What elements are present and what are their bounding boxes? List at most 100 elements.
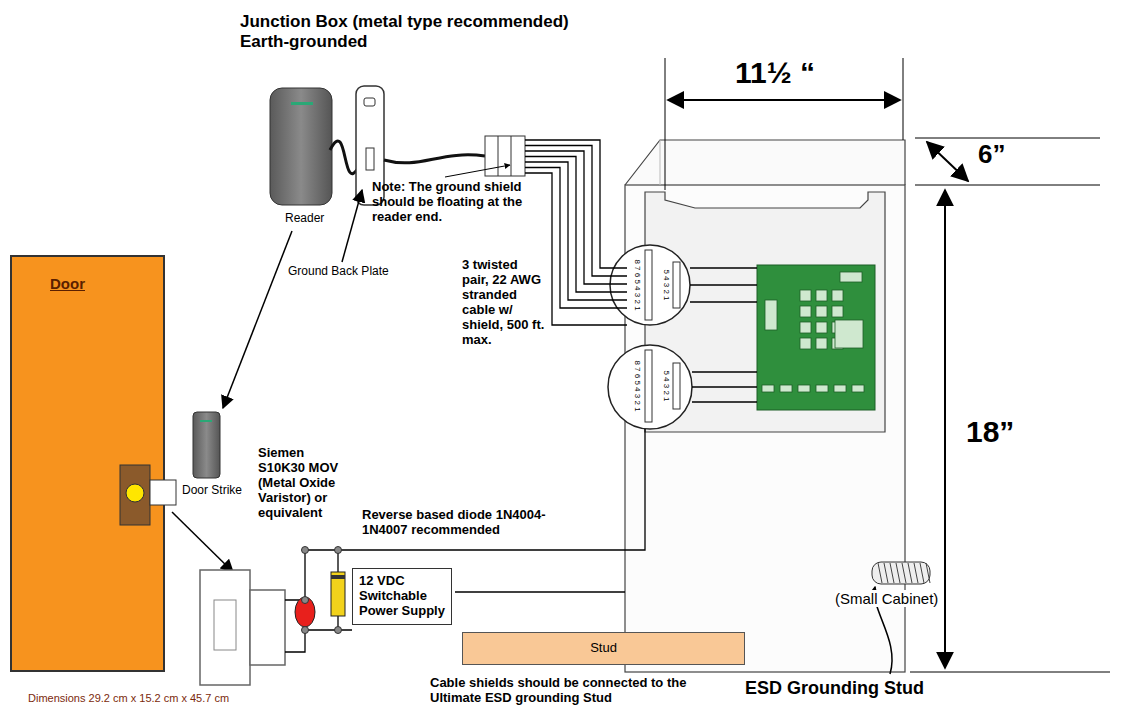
terminal-divider <box>498 136 499 176</box>
cabinet-edge <box>660 140 661 185</box>
annotation-label: 18” <box>966 415 1014 450</box>
annotation-label: 11½ “ <box>735 56 815 91</box>
wire <box>690 284 757 285</box>
board-part <box>832 290 843 301</box>
terminal-strip <box>673 363 680 409</box>
door: Door <box>10 255 165 672</box>
annotation-label: Cable shields should be connected to the… <box>430 676 730 706</box>
door-hardware <box>10 255 165 672</box>
strike-keeper <box>214 600 236 650</box>
junction-dot <box>335 627 342 634</box>
stud-thread <box>890 563 894 583</box>
diode-symbol <box>331 572 345 616</box>
stud-thread <box>878 563 882 583</box>
dimension-line <box>915 138 1100 139</box>
reader-leader <box>223 231 292 408</box>
board-part <box>835 320 863 348</box>
strike-leader <box>172 512 233 572</box>
connector-detail <box>610 245 690 325</box>
pin-numbers: 5 4 3 2 1 <box>662 370 670 401</box>
node-text: Door <box>50 275 155 292</box>
board-part <box>800 290 811 301</box>
wires <box>285 140 757 652</box>
terminal-strip <box>645 350 652 422</box>
board-part <box>800 338 811 349</box>
wire <box>690 267 757 268</box>
power-supply-box: 12 VDC Switchable Power Supply <box>352 568 452 625</box>
wire <box>285 630 352 652</box>
strike-plate <box>200 570 250 685</box>
wire <box>692 386 757 387</box>
annotation-label: Ground Back Plate <box>288 265 389 279</box>
board-part <box>832 306 843 317</box>
board-part <box>816 338 827 349</box>
board-part <box>852 385 864 392</box>
node-text: Stud <box>469 641 738 656</box>
connector-detail <box>608 345 692 429</box>
stud-thread <box>926 563 930 583</box>
esd-stud <box>872 562 930 584</box>
board-part <box>834 385 846 392</box>
board-part <box>798 385 810 392</box>
stud-thread <box>908 563 912 583</box>
annotation-label: Junction Box (metal type recommended) Ea… <box>240 12 580 51</box>
annotation-label: (Small Cabinet) <box>835 590 938 607</box>
reader-led <box>200 420 212 422</box>
wire <box>690 301 757 302</box>
board-part <box>816 322 827 333</box>
stud-body <box>872 562 930 584</box>
board-part <box>800 306 811 317</box>
wire <box>525 157 627 293</box>
dimension-line <box>915 185 1100 186</box>
reader <box>270 88 332 205</box>
terminal-block <box>485 136 525 176</box>
pin-numbers: 8 7 6 5 4 3 2 1 <box>633 259 641 310</box>
board-part <box>816 290 827 301</box>
stud-thread <box>920 563 924 583</box>
pin-numbers: 8 7 6 5 4 3 2 1 <box>633 360 641 411</box>
wire <box>692 371 757 372</box>
door-strike-reader <box>193 412 220 478</box>
depth-arrow <box>927 142 968 181</box>
diode-band <box>331 575 345 579</box>
stud-bar: Stud <box>462 632 745 665</box>
stud-thread <box>884 563 888 583</box>
dimension-line <box>910 672 1110 673</box>
stud-thread <box>896 563 900 583</box>
height-arrow <box>944 190 946 668</box>
controller-board <box>757 265 875 410</box>
annotation-label: Door Strike <box>182 484 242 498</box>
lock-plate <box>120 465 150 525</box>
reader-led <box>291 102 313 105</box>
junction-dot <box>335 547 342 554</box>
stud-thread <box>914 563 918 583</box>
board-part <box>762 385 774 392</box>
terminal-strip <box>645 250 652 320</box>
wire <box>525 173 627 325</box>
board-components <box>762 272 864 392</box>
width-arrow <box>668 99 900 101</box>
annotation-label: ESD Grounding Stud <box>745 678 924 699</box>
junction-dot <box>302 547 309 554</box>
door-knob <box>126 484 144 502</box>
ground-plate-leader <box>342 190 362 262</box>
pin-numbers: 5 4 3 2 1 <box>662 269 670 300</box>
door-strike <box>150 480 176 505</box>
node-text: 12 VDC Switchable Power Supply <box>359 574 445 619</box>
cabinet-top <box>625 140 905 185</box>
annotation-label: Reader <box>285 212 324 226</box>
cable <box>384 155 485 163</box>
board-part <box>800 322 811 333</box>
board-part <box>816 306 827 317</box>
board-part <box>765 300 777 330</box>
reader-cable <box>330 141 358 174</box>
junction-dot <box>302 627 309 634</box>
dimension-line <box>665 58 666 190</box>
junction-box-detail <box>366 148 374 170</box>
board-part <box>780 385 792 392</box>
note-leader <box>445 165 510 177</box>
annotation-label: 3 twisted pair, 22 AWG stranded cable w/… <box>462 258 546 348</box>
board-part <box>816 385 828 392</box>
